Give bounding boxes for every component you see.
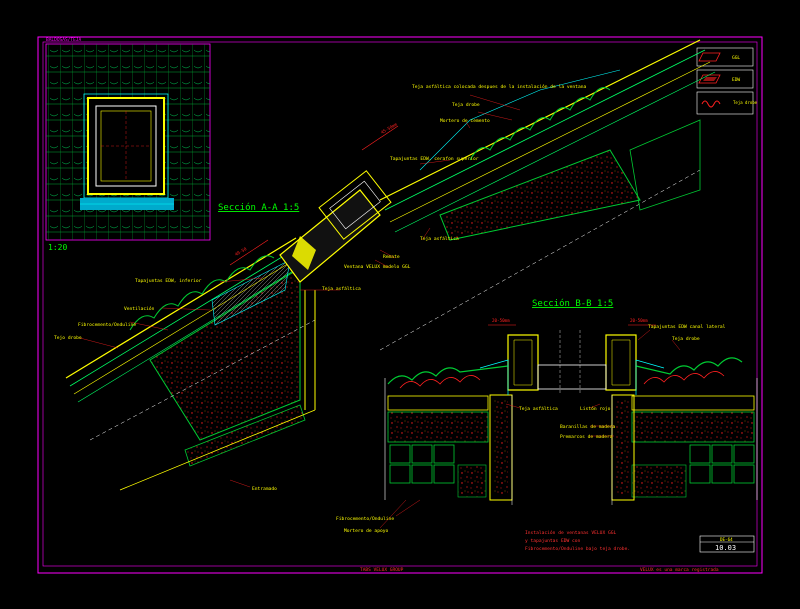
legend-code-edw: EDW	[732, 77, 740, 83]
label-aa-5: Remate	[383, 254, 400, 260]
label-aa-1: Teja drobe	[452, 102, 480, 108]
sheet-footer-left: TABS VELUX GROUP	[360, 567, 404, 573]
label-bb-7: Mortero de apoyo	[344, 528, 388, 534]
sheet-code: DE-64	[720, 537, 733, 542]
label-aa-3: Tapajuntas EDW, cerafon superior	[390, 156, 479, 162]
sheet-number: 10.03	[715, 544, 736, 552]
label-aa-4: Teja asfáltica	[420, 235, 459, 242]
label-bb-2: Teja asfáltica	[519, 405, 558, 412]
wavy-tile-icon	[701, 100, 721, 108]
section-bb-title: Sección B-B 1:5	[532, 298, 613, 309]
label-aa-6: Ventana VELUX modelo GGL	[344, 264, 411, 270]
label-bb-0: Tapajuntas EDW canal lateral	[648, 324, 726, 330]
label-bb-3: Listón rojo	[580, 405, 611, 412]
flashing-icon	[698, 74, 721, 84]
sheet-border-inner	[42, 41, 758, 567]
label-bb-1: Teja drobe	[672, 336, 700, 342]
title-block: DE-64 10.03	[699, 535, 755, 553]
label-aa-11: Tejo drobe	[54, 335, 82, 341]
legend-code-ggl: GGL	[732, 55, 740, 61]
legend-code-tile: Teja drobe	[733, 100, 758, 105]
dim-bb-2: 20-50mm	[630, 318, 648, 323]
installation-notes: Instalación de ventanas VELUX GGL y tapa…	[525, 529, 630, 552]
legend: GGL EDW Teja drobe	[696, 47, 758, 115]
section-aa: 45-50mm 40-50 Sección A-A 1:5 Teja asfál…	[54, 39, 716, 492]
section-bb: 20-50mm 20-50mm Sección B-B 1:5 Tapajunt…	[336, 298, 758, 534]
window-sash-icon	[698, 52, 721, 62]
sheet-footer-right: VELUX es una marca registrada	[640, 567, 719, 573]
label-bb-6: Fibrocemento/Onduline	[336, 516, 394, 522]
label-aa-0: Teja asfáltica colocada despues de la in…	[412, 83, 586, 90]
label-bb-4: Baranillas de madera	[560, 424, 616, 430]
dim-aa-2: 40-50	[234, 246, 248, 257]
plan-scale: 1:20	[48, 243, 67, 252]
label-aa-7: Tapajuntas EDW, inferior	[135, 278, 202, 284]
section-aa-title: Sección A-A 1:5	[218, 202, 299, 213]
note-line-1: Instalación de ventanas VELUX GGL	[525, 529, 617, 536]
note-line-2: y tapajuntas EDW con	[525, 538, 581, 544]
label-aa-12: Entramado	[252, 486, 277, 492]
dim-aa-1: 45-50mm	[380, 121, 398, 134]
dim-bb-1: 20-50mm	[492, 318, 510, 323]
plan-view: 1:20	[45, 43, 211, 252]
label-aa-2: Mortero de cemento	[440, 118, 490, 124]
label-bb-5: Premarcos de madera	[560, 434, 613, 440]
label-aa-10: Fibrocemento/Onduline	[78, 322, 136, 328]
sheet-header-label: BALDOSAS/TEJA	[46, 37, 82, 43]
sheet-border-outer	[37, 36, 763, 574]
label-aa-9: Ventilación	[124, 305, 155, 312]
label-aa-8: Teja asfáltica	[322, 285, 361, 292]
note-line-3: Fibrocemento/Onduline bajo teja drobe.	[525, 546, 630, 552]
